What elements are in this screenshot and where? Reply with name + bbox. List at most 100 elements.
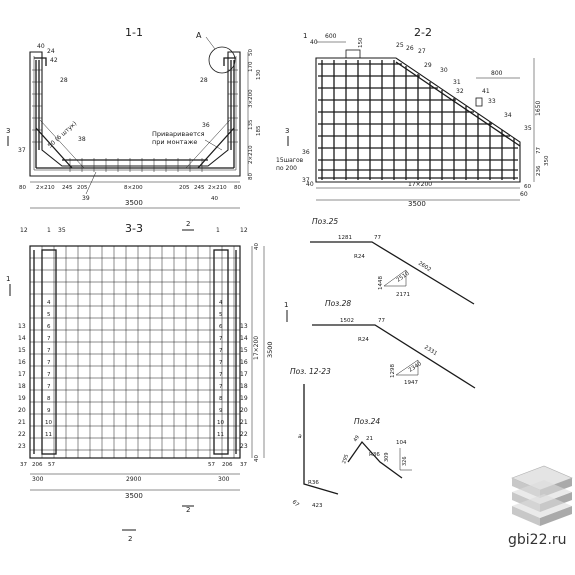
svg-text:77: 77	[378, 318, 385, 324]
svg-text:1502: 1502	[340, 318, 354, 324]
cube-logo	[511, 465, 573, 526]
svg-text:13: 13	[240, 323, 248, 330]
svg-text:12: 12	[240, 227, 248, 234]
bottom-slab-rebars	[36, 158, 234, 172]
section-2-2-horizontals	[318, 63, 518, 179]
section-3-3-outline	[29, 245, 241, 459]
svg-text:67: 67	[291, 499, 301, 509]
svg-text:29: 29	[424, 62, 432, 69]
right-wall-rebars	[228, 60, 238, 168]
pos-38: 38	[78, 136, 86, 143]
svg-text:4: 4	[219, 300, 223, 306]
svg-text:14: 14	[18, 335, 26, 342]
section-1-1-total: 3500	[125, 199, 143, 207]
svg-text:25: 25	[396, 42, 404, 49]
svg-text:295: 295	[341, 454, 350, 465]
svg-text:800: 800	[491, 70, 503, 77]
svg-text:21: 21	[18, 419, 26, 426]
svg-text:300: 300	[218, 476, 230, 483]
section-2-2-outline	[315, 57, 521, 183]
svg-text:8: 8	[47, 396, 51, 402]
svg-text:245: 245	[194, 185, 205, 191]
poz-25-title: Поз.25	[312, 217, 338, 226]
svg-text:31: 31	[453, 79, 461, 86]
site-watermark[interactable]: gbi22.ru	[508, 532, 567, 548]
svg-text:2331: 2331	[423, 345, 438, 358]
svg-text:23: 23	[240, 443, 248, 450]
svg-text:423: 423	[312, 503, 323, 509]
svg-text:R24: R24	[358, 337, 369, 343]
svg-text:104: 104	[396, 440, 407, 446]
svg-text:7: 7	[219, 384, 223, 390]
poz-28-detail: Поз.28 1502 77 R24 2331 1298 2340 1947	[312, 299, 476, 389]
poz-12-23-title: Поз. 12-23	[290, 367, 331, 376]
svg-text:3: 3	[6, 127, 10, 135]
svg-text:3: 3	[285, 127, 289, 135]
svg-text:205: 205	[77, 185, 88, 191]
note-line-2: при монтаже	[152, 138, 197, 146]
svg-text:130: 130	[256, 69, 262, 80]
svg-text:R36: R36	[369, 452, 380, 458]
svg-text:326: 326	[402, 456, 408, 466]
svg-text:7: 7	[47, 348, 51, 354]
svg-text:22: 22	[18, 431, 26, 438]
svg-text:12: 12	[20, 227, 28, 234]
svg-text:80: 80	[234, 185, 241, 191]
pos-36: 36	[202, 122, 210, 129]
section-3-3-total: 3500	[125, 492, 143, 500]
svg-text:1: 1	[284, 301, 288, 309]
poz-25-detail: Поз.25 1281 77 R24 2602 1448 2510 2171	[310, 217, 475, 305]
svg-text:1298: 1298	[390, 364, 396, 378]
svg-text:2: 2	[128, 535, 132, 543]
svg-text:6: 6	[47, 324, 51, 330]
svg-text:35: 35	[524, 125, 532, 132]
svg-text:9: 9	[47, 408, 51, 414]
svg-text:77: 77	[536, 147, 542, 154]
section-3-3-grid	[30, 246, 240, 458]
svg-text:19: 19	[240, 395, 248, 402]
callout-circle-a	[208, 46, 236, 74]
poz-24-detail: Поз.24 49 21 295 R36 309 104 326	[341, 417, 412, 479]
top-dim-24: 24	[47, 48, 55, 55]
svg-text:2×210: 2×210	[36, 185, 55, 191]
svg-text:34: 34	[504, 112, 512, 119]
svg-text:27: 27	[418, 48, 426, 55]
svg-text:32: 32	[456, 88, 464, 95]
svg-text:2: 2	[186, 220, 190, 228]
svg-text:41: 41	[482, 88, 490, 95]
svg-text:57: 57	[208, 462, 215, 468]
svg-text:9: 9	[219, 408, 223, 414]
svg-text:40: 40	[306, 181, 314, 188]
svg-text:36: 36	[302, 149, 310, 156]
svg-text:3×200: 3×200	[248, 89, 254, 108]
inner-right-numbers: 4 5 6 7 7 7 7 7 8 9 10 11	[217, 300, 224, 438]
svg-text:7: 7	[47, 360, 51, 366]
svg-text:a: a	[298, 433, 302, 440]
svg-text:3500: 3500	[266, 341, 274, 358]
svg-text:21: 21	[366, 436, 373, 442]
svg-text:185: 185	[256, 125, 262, 136]
left-band	[41, 249, 57, 455]
svg-text:20: 20	[240, 407, 248, 414]
svg-text:1: 1	[303, 32, 307, 40]
svg-text:150: 150	[358, 37, 364, 48]
svg-text:1: 1	[6, 275, 10, 283]
svg-text:49: 49	[353, 434, 361, 443]
svg-text:2340: 2340	[408, 361, 423, 374]
svg-text:2510: 2510	[396, 270, 411, 283]
svg-text:8×200: 8×200	[124, 185, 143, 191]
svg-text:22: 22	[240, 431, 248, 438]
svg-text:1448: 1448	[378, 276, 384, 290]
poz-12-23-detail: Поз. 12-23 a R36 67 423	[290, 367, 339, 509]
svg-text:7: 7	[47, 384, 51, 390]
svg-text:R36: R36	[308, 480, 319, 486]
note-line-1: Приваривается	[152, 130, 205, 138]
svg-text:57: 57	[48, 462, 55, 468]
svg-text:11: 11	[217, 432, 224, 438]
svg-text:23: 23	[18, 443, 26, 450]
svg-text:17×200: 17×200	[253, 336, 260, 360]
svg-text:17: 17	[240, 371, 248, 378]
section-1-1: 1-1	[6, 26, 262, 209]
pos-28-right: 28	[200, 77, 208, 84]
